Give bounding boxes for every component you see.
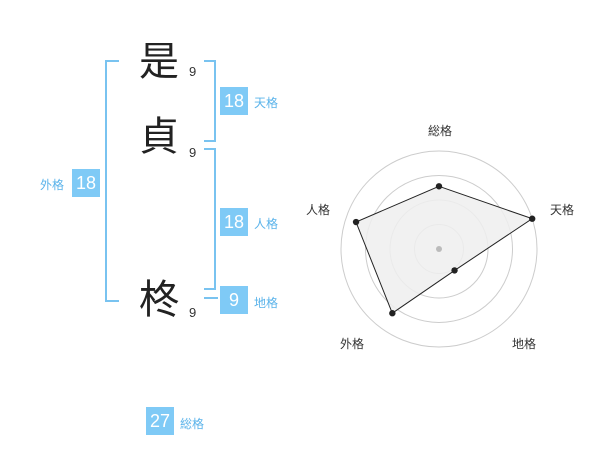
gaikaku-label: 外格 [40, 178, 65, 192]
radar-point-1 [435, 183, 443, 190]
kanji-1-stroke-count: 9 [189, 64, 197, 79]
radar-label-chikaku: 地格 [512, 337, 537, 351]
kanji-1: 是 [139, 39, 179, 85]
kanji-2-stroke-count: 9 [189, 145, 197, 160]
radar-label-tenkaku: 天格 [550, 203, 575, 217]
radar-label-jinkaku: 人格 [306, 203, 331, 217]
chikaku-label: 地格 [254, 296, 279, 310]
radar-point-5 [352, 218, 360, 226]
chikaku-connector [204, 297, 218, 299]
tenkaku-bracket [204, 60, 216, 142]
kanji-3: 柊 [139, 277, 179, 323]
jinkaku-bracket [204, 148, 216, 290]
radar-label-soukaku: 総格 [428, 124, 453, 138]
radar-polygon [355, 185, 534, 314]
chikaku-value: 9 [220, 286, 248, 314]
jinkaku-value: 18 [220, 208, 248, 236]
kanji-2: 貞 [139, 114, 179, 160]
gaikaku-value: 18 [72, 169, 100, 197]
radar-ring-1 [340, 150, 538, 348]
kanji-3-stroke-count: 9 [189, 305, 197, 320]
radar-point-4 [389, 310, 396, 317]
gaikaku-bracket [105, 60, 119, 302]
radar-ring-2 [365, 175, 513, 323]
radar-center [436, 246, 442, 252]
jinkaku-label: 人格 [254, 217, 279, 231]
tenkaku-label: 天格 [254, 96, 279, 110]
tenkaku-value: 18 [220, 87, 248, 115]
soukaku-label: 総格 [180, 417, 205, 431]
soukaku-value: 27 [146, 407, 174, 435]
radar-point-2 [529, 215, 536, 222]
radar-label-gaikaku: 外格 [340, 337, 365, 351]
radar-point-3 [451, 267, 458, 274]
